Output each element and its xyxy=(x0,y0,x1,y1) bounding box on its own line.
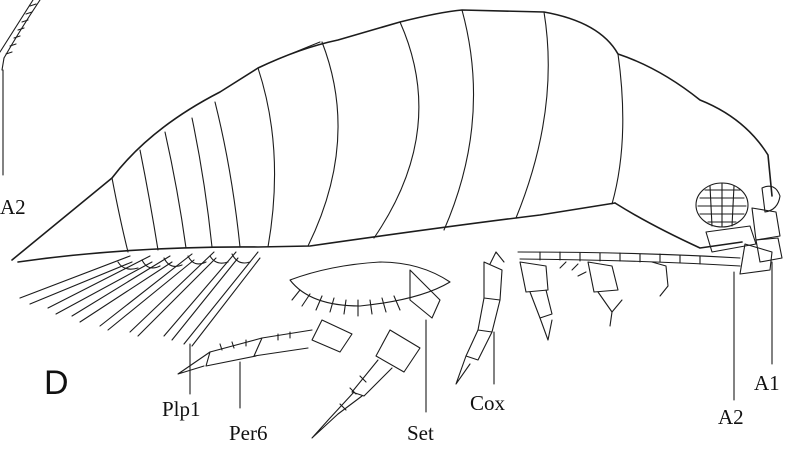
pleopods xyxy=(20,252,260,346)
label-set: Set xyxy=(407,421,434,445)
label-a1: A1 xyxy=(754,371,780,395)
label-a2: A2 xyxy=(718,405,744,429)
label-a2-top: A2 xyxy=(0,195,26,219)
leader-lines xyxy=(190,262,772,412)
pereopods xyxy=(178,252,668,438)
label-per6: Per6 xyxy=(229,421,268,445)
neighbour-antenna xyxy=(0,0,40,175)
segment-lines xyxy=(112,10,623,252)
panel-letter: D xyxy=(44,364,69,402)
body-outline xyxy=(12,10,772,262)
head xyxy=(696,183,782,262)
label-plp1: Plp1 xyxy=(162,397,201,421)
label-cox: Cox xyxy=(470,391,506,415)
